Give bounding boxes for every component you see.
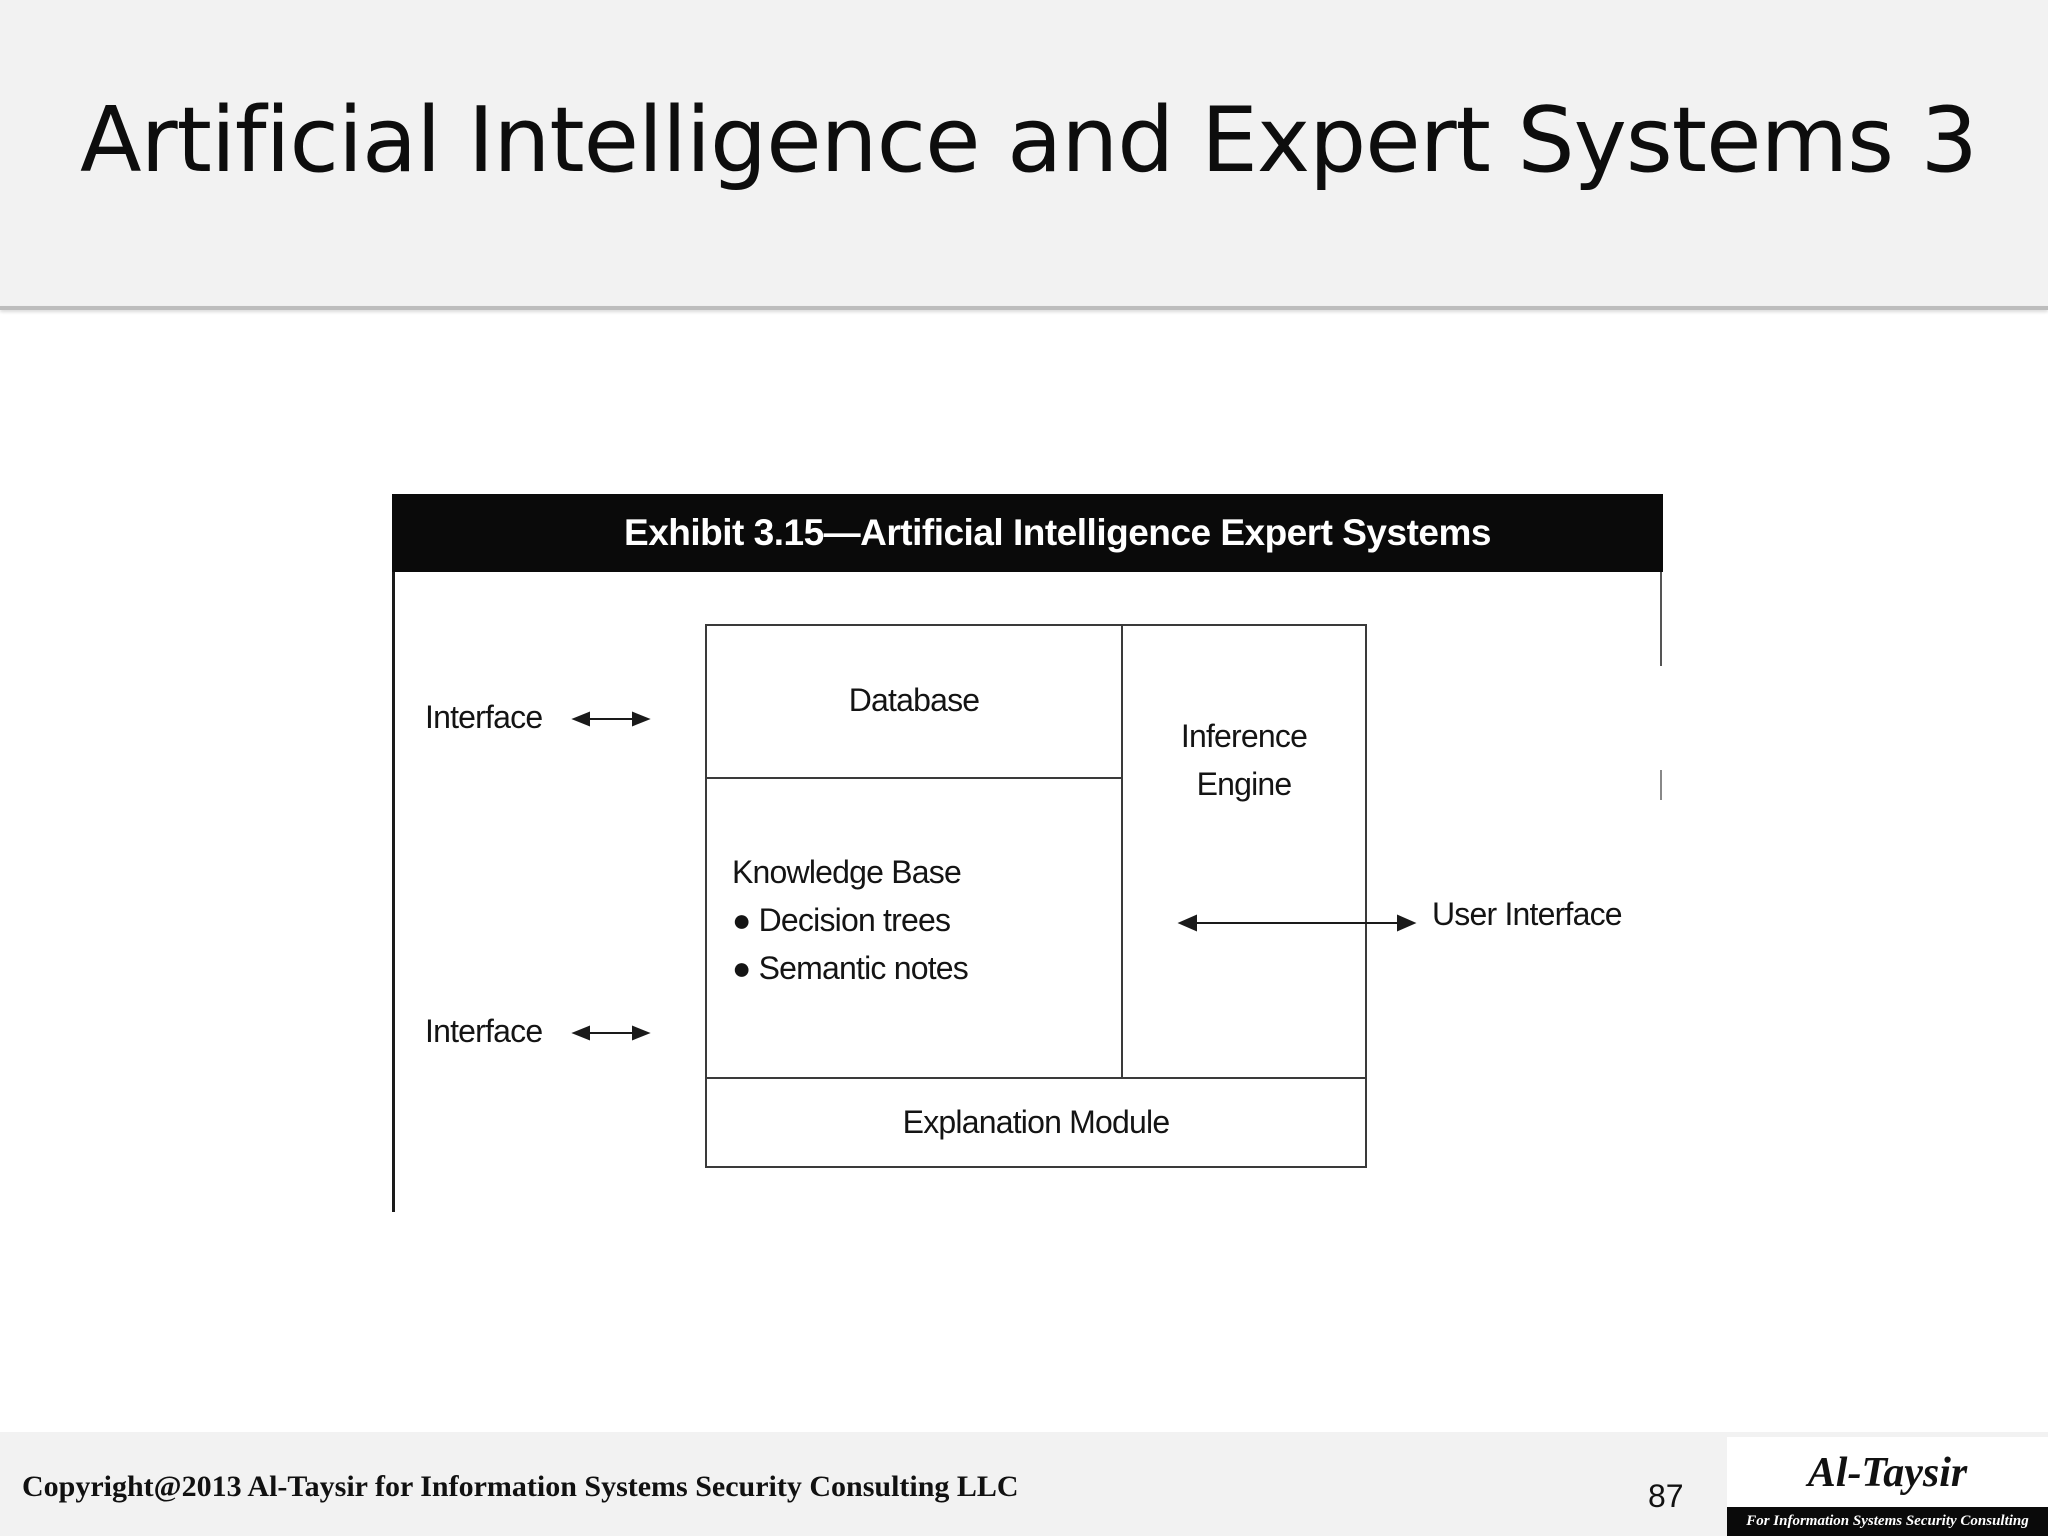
exhibit-figure: Exhibit 3.15—Artificial Intelligence Exp… [392,494,1663,1212]
inference-engine-label-line1: Inference [1180,718,1308,754]
inference-engine-label-line2: Engine [1196,766,1293,802]
inference-engine-label: Inference Engine [1121,712,1367,808]
knowledge-base-item: ● Semantic notes [732,950,969,986]
footer-band [0,1432,2048,1536]
interface-label-bottom: Interface [425,1013,543,1049]
interface-top-arrow-icon [571,711,651,727]
logo-name: Al-Taysir [1807,1450,1968,1496]
user-interface-label: User Interface [1432,896,1623,932]
knowledge-base-box [705,777,1123,1079]
logo-tagline: For Information Systems Security Consult… [1727,1507,2048,1536]
knowledge-base-item: ● Decision trees [732,902,951,938]
explanation-module-label: Explanation Module [902,1104,1170,1140]
copyright-text: Copyright@2013 Al-Taysir for Information… [22,1470,1019,1503]
user-interface-arrow-icon [1177,914,1417,932]
bullet-icon: ● [732,902,759,938]
explanation-module-box [705,1077,1367,1168]
bullet-icon: ● [732,950,759,986]
knowledge-base-label: Knowledge Base ● Decision trees ● Semant… [732,848,969,992]
title-band [0,0,2048,306]
interface-bottom-arrow-icon [571,1025,651,1041]
database-label: Database [848,682,980,718]
exhibit-right-border [1660,572,1662,666]
exhibit-right-border-fragment [1660,770,1662,800]
inference-engine-box [1121,624,1367,1079]
al-taysir-logo: Al-Taysir For Information Systems Securi… [1727,1437,2048,1536]
title-divider [0,306,2048,310]
slide-title: Artificial Intelligence and Expert Syste… [80,88,1978,193]
arrows-layer [571,711,1417,1041]
interface-label-top: Interface [425,699,543,735]
page-number: 87 [1648,1478,1684,1514]
knowledge-base-heading: Knowledge Base [732,854,962,890]
exhibit-left-border [392,572,395,1212]
exhibit-header: Exhibit 3.15—Artificial Intelligence Exp… [392,494,1663,572]
